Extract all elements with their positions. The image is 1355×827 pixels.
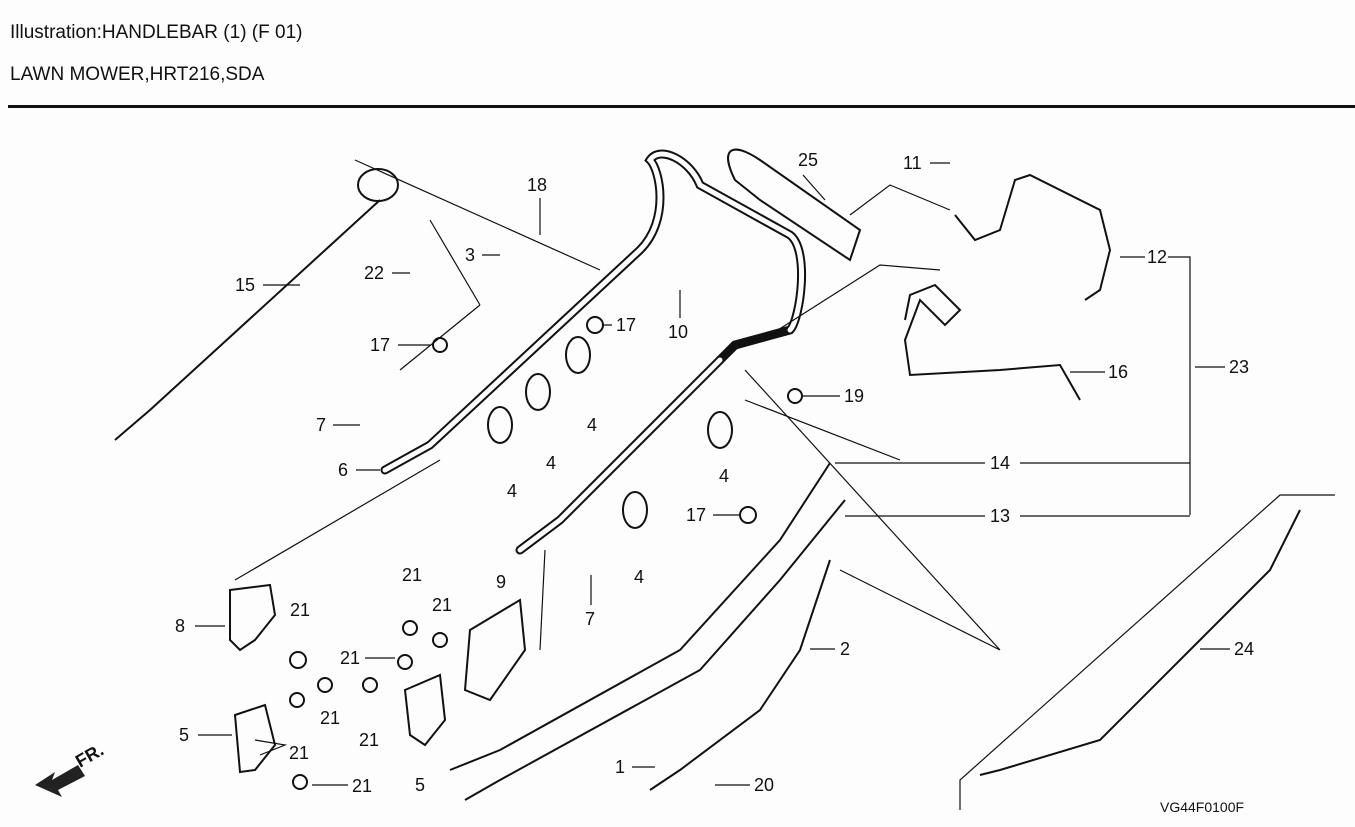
cable-13: [464, 499, 846, 801]
illustration-title: Illustration:HANDLEBAR (1) (F 01): [10, 22, 303, 43]
callout-7a[interactable]: 7: [316, 415, 326, 435]
callout-21h[interactable]: 21: [352, 776, 372, 796]
bracket-9: [463, 598, 527, 702]
callout-5b[interactable]: 5: [415, 775, 425, 795]
callout-1[interactable]: 1: [615, 757, 625, 777]
callout-11[interactable]: 11: [903, 153, 922, 173]
callout-4a[interactable]: 4: [507, 481, 517, 501]
cable-2: [649, 559, 831, 791]
callout-18[interactable]: 18: [527, 175, 547, 195]
callout-13[interactable]: 13: [990, 506, 1010, 526]
callout-4b[interactable]: 4: [546, 453, 556, 473]
callout-24[interactable]: 24: [1234, 639, 1254, 659]
lever: [903, 283, 1081, 401]
callout-5a[interactable]: 5: [179, 725, 189, 745]
model-subtitle: LAWN MOWER,HRT216,SDA: [10, 64, 265, 85]
plate-5b: [403, 673, 447, 747]
callout-20[interactable]: 20: [754, 775, 774, 795]
callout-14[interactable]: 14: [990, 453, 1010, 473]
callout-3[interactable]: 3: [465, 245, 475, 265]
callout-15[interactable]: 15: [235, 275, 255, 295]
callout-21d[interactable]: 21: [340, 648, 360, 668]
drawing-code: VG44F0100F: [1160, 799, 1244, 815]
callout-19[interactable]: 19: [844, 386, 864, 406]
callout-7b[interactable]: 7: [585, 609, 595, 629]
callout-21a[interactable]: 21: [402, 565, 422, 585]
callout-25[interactable]: 25: [798, 150, 818, 170]
callout-21b[interactable]: 21: [290, 600, 310, 620]
leader-lines: [195, 162, 1230, 786]
callout-16[interactable]: 16: [1108, 362, 1128, 382]
cable-15: [114, 199, 381, 441]
callout-10[interactable]: 10: [668, 322, 688, 342]
header-divider: [8, 105, 1355, 108]
upper-handlebar[interactable]: [380, 149, 806, 555]
callout-21g[interactable]: 21: [289, 743, 309, 763]
callout-21e[interactable]: 21: [320, 708, 340, 728]
callout-22[interactable]: 22: [364, 263, 384, 283]
control-bar: [954, 173, 1112, 301]
callout-8[interactable]: 8: [175, 616, 185, 636]
front-direction-arrow-icon: FR.: [35, 740, 107, 797]
plate-5a: [233, 703, 277, 774]
cable-14: [449, 462, 831, 771]
callout-23[interactable]: 23: [1229, 357, 1249, 377]
nuts: [289, 316, 803, 790]
callout-2[interactable]: 2: [840, 639, 850, 659]
callout-21c[interactable]: 21: [432, 595, 452, 615]
callout-17a[interactable]: 17: [370, 335, 390, 355]
callout-17b[interactable]: 17: [616, 315, 636, 335]
callout-4e[interactable]: 4: [634, 567, 644, 587]
grip: [727, 148, 862, 262]
cable-24: [979, 509, 1301, 776]
knobs: [487, 336, 733, 529]
throttle-lever: [357, 168, 399, 202]
callout-12[interactable]: 12: [1147, 247, 1167, 267]
callout-17c[interactable]: 17: [686, 505, 706, 525]
callout-6[interactable]: 6: [338, 460, 348, 480]
callout-21f[interactable]: 21: [359, 730, 379, 750]
callout-9[interactable]: 9: [496, 572, 506, 592]
callout-4c[interactable]: 4: [587, 415, 597, 435]
bracket-8: [229, 583, 277, 652]
callout-4d[interactable]: 4: [719, 466, 729, 486]
